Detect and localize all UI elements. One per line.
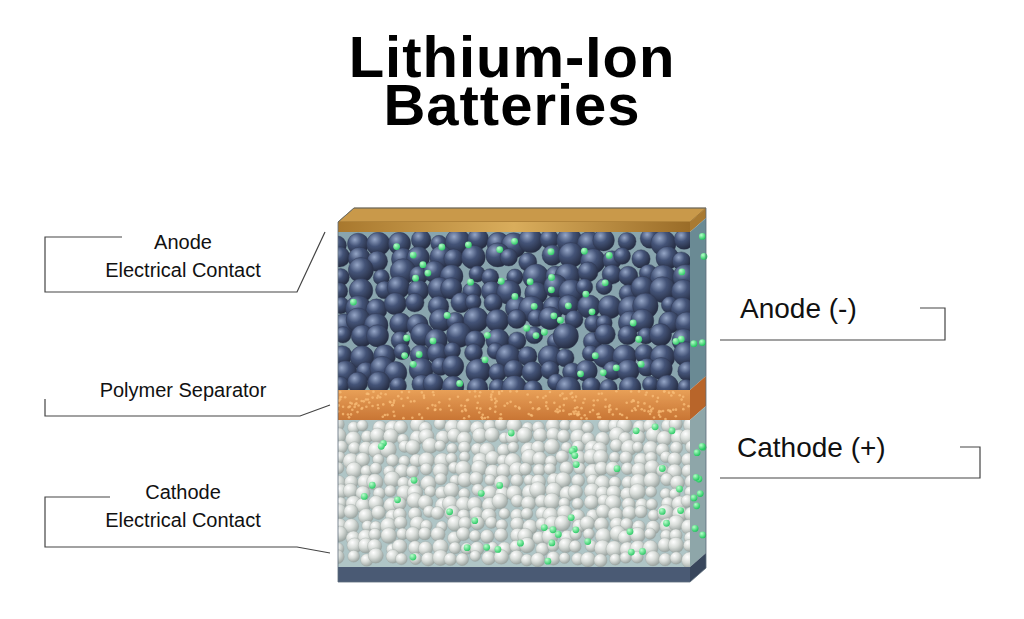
title-block: Lithium-Ion Batteries (302, 33, 722, 129)
lithium-ion (699, 443, 706, 450)
wrap-spacer (241, 478, 271, 506)
lithium-ion (700, 444, 707, 451)
callout-label-box: Cathode (+) (737, 432, 937, 464)
callout-label-box: Anode (-) (740, 293, 910, 325)
lithium-ion (699, 339, 706, 346)
lithium-ion (692, 525, 699, 532)
callout-label: Anode (-) (740, 293, 857, 324)
battery-cube (328, 208, 708, 582)
side-face (690, 218, 706, 390)
callout-label-box: Anode Electrical Contact (96, 228, 271, 284)
callout-label-box: Cathode Electrical Contact (96, 478, 271, 534)
leader-line (45, 232, 325, 292)
wrap-spacer (96, 478, 126, 506)
cathode-contact-plate (338, 567, 690, 582)
leader-lines (45, 232, 980, 553)
lithium-ion (699, 532, 706, 539)
callout-label: Anode Electrical Contact (105, 231, 261, 281)
lithium-ion (699, 233, 706, 240)
leader-line (45, 399, 330, 416)
lithium-ion (694, 449, 701, 456)
callout-label: Cathode (+) (737, 432, 886, 463)
callout-label: Polymer Separator (100, 379, 267, 401)
top-face (338, 208, 706, 222)
lithium-ion (697, 490, 704, 497)
side-face (690, 406, 706, 567)
lithium-ion (690, 340, 697, 347)
lithium-ion (693, 502, 700, 509)
anode-contact-plate (338, 222, 690, 232)
glass-overlay (338, 232, 690, 567)
cube-outline (338, 208, 706, 582)
callout-label: Cathode Electrical Contact (105, 481, 261, 531)
side-face (690, 553, 706, 582)
lithium-ion (691, 495, 698, 502)
wrap-spacer (241, 228, 271, 256)
wrap-spacer (96, 228, 126, 256)
title: Lithium-Ion Batteries (349, 24, 676, 137)
lithium-ion (693, 474, 700, 481)
callout-label-box: Polymer Separator (73, 376, 293, 404)
